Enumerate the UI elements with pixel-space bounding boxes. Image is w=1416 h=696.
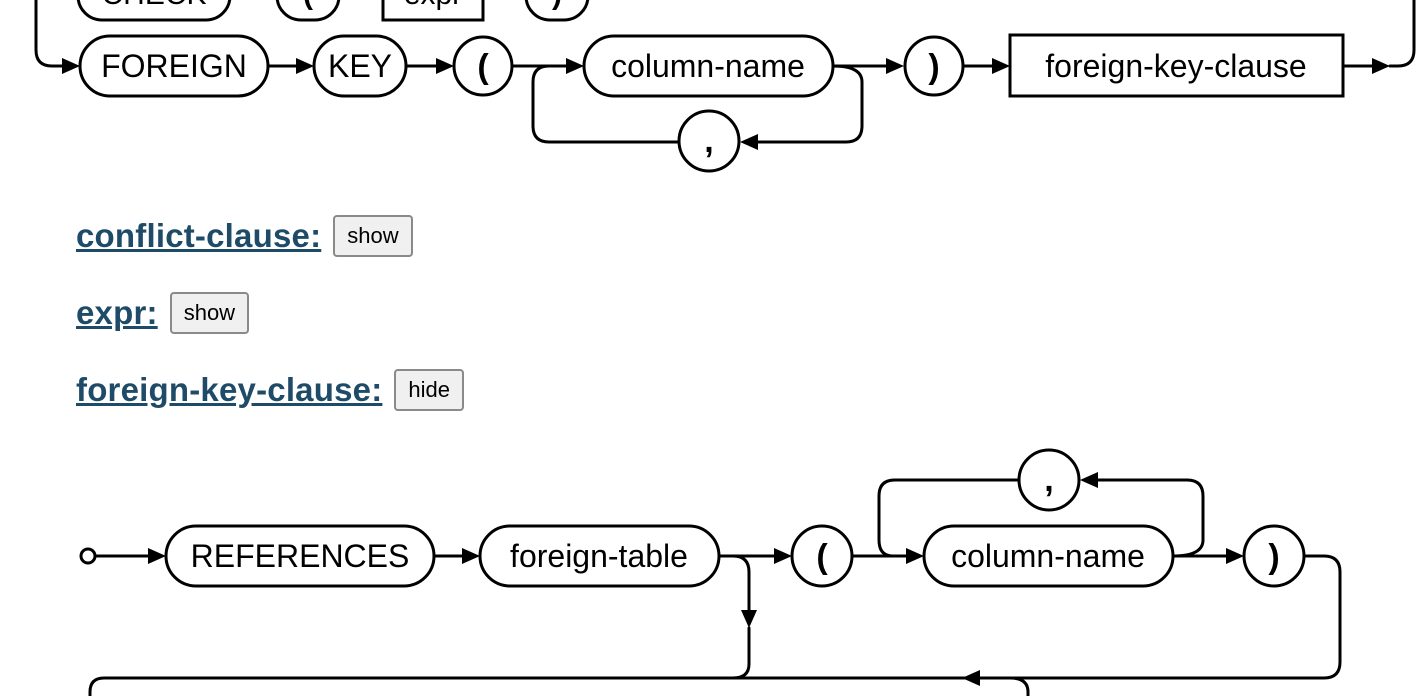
- loop-back-path: [531, 64, 682, 144]
- key-keyword: KEY: [328, 48, 392, 84]
- partial-lparen: (: [303, 0, 313, 11]
- fk-comma-node: [1017, 448, 1081, 512]
- section-conflict-clause: conflict-clause: show: [76, 215, 413, 257]
- conflict-clause-show-button[interactable]: show: [333, 215, 413, 257]
- foreign-keyword: FOREIGN: [101, 48, 247, 84]
- expr-show-button[interactable]: show: [169, 292, 250, 334]
- expr-link[interactable]: expr:: [76, 294, 158, 331]
- partial-rparen: ): [552, 0, 562, 11]
- table-constraint-diagram: CHECK ( expr ) FOREIGN KEY ( column-name…: [34, 0, 1416, 173]
- fk-lparen-symbol: (: [816, 538, 828, 576]
- references-keyword: REFERENCES: [191, 538, 410, 574]
- rparen-symbol: ): [928, 48, 939, 86]
- fk-column-name-label: column-name: [951, 538, 1145, 574]
- foreign-key-clause-diagram: REFERENCES foreign-table ( , column-name…: [79, 448, 1342, 696]
- column-name-label: column-name: [611, 48, 805, 84]
- comma-node: [677, 109, 741, 173]
- start-marker: [79, 547, 97, 565]
- partial-expr: expr: [404, 0, 462, 11]
- section-expr: expr: show: [76, 292, 250, 334]
- wrap-line: [978, 554, 1342, 680]
- lparen-symbol: (: [477, 48, 489, 86]
- fk-comma-symbol: ,: [1044, 461, 1053, 499]
- check-keyword: CHECK: [101, 0, 206, 11]
- entry-line: [34, 0, 64, 68]
- foreign-table-label: foreign-table: [510, 538, 688, 574]
- exit-line: [1388, 0, 1416, 68]
- foreign-key-clause-link[interactable]: foreign-key-clause:: [76, 371, 383, 408]
- comma-symbol: ,: [704, 122, 713, 160]
- partial-row: CHECK ( expr ): [76, 0, 590, 22]
- down-branch: [731, 554, 751, 612]
- fk-rparen-symbol: ): [1268, 538, 1279, 576]
- foreign-key-clause-hide-button[interactable]: hide: [394, 369, 464, 411]
- section-foreign-key-clause: foreign-key-clause: hide: [76, 369, 464, 411]
- foreign-key-clause-label: foreign-key-clause: [1045, 48, 1306, 84]
- conflict-clause-link[interactable]: conflict-clause:: [76, 217, 322, 254]
